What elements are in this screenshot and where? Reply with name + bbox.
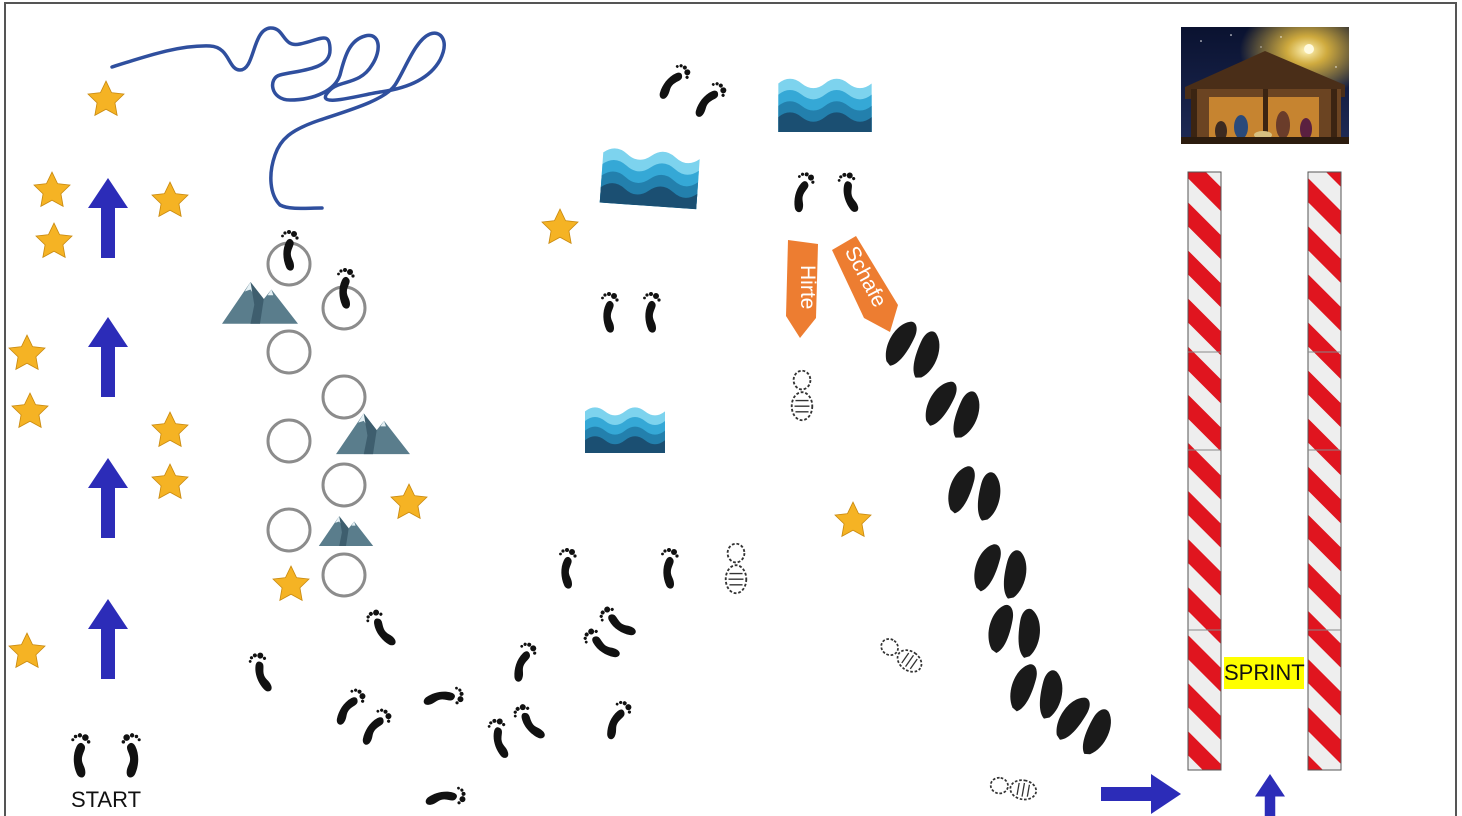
ring-marker-icon [323, 554, 365, 596]
star-icon [542, 209, 578, 243]
footprint-icon [654, 61, 694, 103]
footprint-icon [836, 170, 863, 214]
star-icon [835, 502, 871, 536]
hoofprint-icon [985, 602, 1044, 659]
star-icon [34, 172, 70, 206]
water-waves-icon [585, 407, 665, 453]
hoofprint-icon [920, 376, 987, 442]
star-icon [273, 566, 309, 600]
shoe-print-icon [726, 544, 747, 593]
shoe-print-icon [792, 371, 813, 420]
start-label: START [66, 787, 146, 813]
water-waves-icon [600, 148, 700, 210]
hoofprint-icon [944, 463, 1006, 524]
star-icon [36, 223, 72, 257]
footprint-icon [71, 733, 90, 777]
footprint-icon [422, 686, 465, 710]
footprint-icon [690, 79, 730, 121]
arrow-up-icon [88, 178, 128, 258]
footprint-icon [281, 230, 299, 271]
footprint-icon [597, 603, 640, 641]
star-icon [391, 484, 427, 518]
ring-marker-icon [323, 376, 365, 418]
footprint-icon [247, 650, 277, 694]
ring-marker-icon [268, 420, 310, 462]
footprint-icon [581, 625, 624, 663]
hoofprint-icon [970, 541, 1032, 602]
arrow-up-icon [88, 458, 128, 538]
star-icon [152, 182, 188, 216]
shoe-print-icon [989, 775, 1038, 802]
footprint-icon [510, 701, 550, 743]
star-icon [152, 464, 188, 498]
footprint-icon [643, 292, 661, 333]
sprint-label: SPRINT [1224, 657, 1304, 689]
footprint-icon [357, 706, 395, 749]
star-icon [12, 393, 48, 427]
barrier-left [1188, 172, 1221, 770]
star-icon [9, 633, 45, 667]
arrow-up-icon [88, 317, 128, 397]
ring-marker-icon [268, 509, 310, 551]
footprint-icon [601, 292, 619, 333]
star-icon [9, 335, 45, 369]
footprint-icon [661, 548, 679, 589]
mountain-icon [222, 282, 298, 324]
star-icon [152, 412, 188, 446]
footprint-icon [486, 716, 513, 760]
hirte-label: Hirte [792, 262, 822, 312]
shoe-print-icon [877, 634, 926, 676]
footprint-icon [424, 786, 467, 810]
ring-marker-icon [268, 331, 310, 373]
footprint-icon [601, 698, 634, 742]
footprint-icon [789, 170, 816, 214]
water-waves-icon [778, 79, 871, 132]
footprint-icon [509, 640, 539, 684]
arrow-up-icon [1255, 774, 1285, 816]
star-icon [88, 81, 124, 115]
arrow-up-icon [88, 599, 128, 679]
footprint-icon [331, 686, 369, 729]
river-line [112, 28, 444, 208]
ring-marker-icon [323, 464, 365, 506]
barrier-right [1308, 172, 1341, 770]
footprint-icon [122, 733, 141, 777]
footprint-icon [363, 607, 401, 650]
hoofprint-icon [1050, 691, 1119, 759]
nativity-scene-image [1181, 27, 1349, 144]
hoofprint-icon [1006, 661, 1068, 722]
arrow-right-icon [1101, 774, 1181, 814]
mountain-icon [336, 413, 410, 454]
mountain-icon [319, 516, 373, 546]
footprint-icon [559, 548, 577, 589]
